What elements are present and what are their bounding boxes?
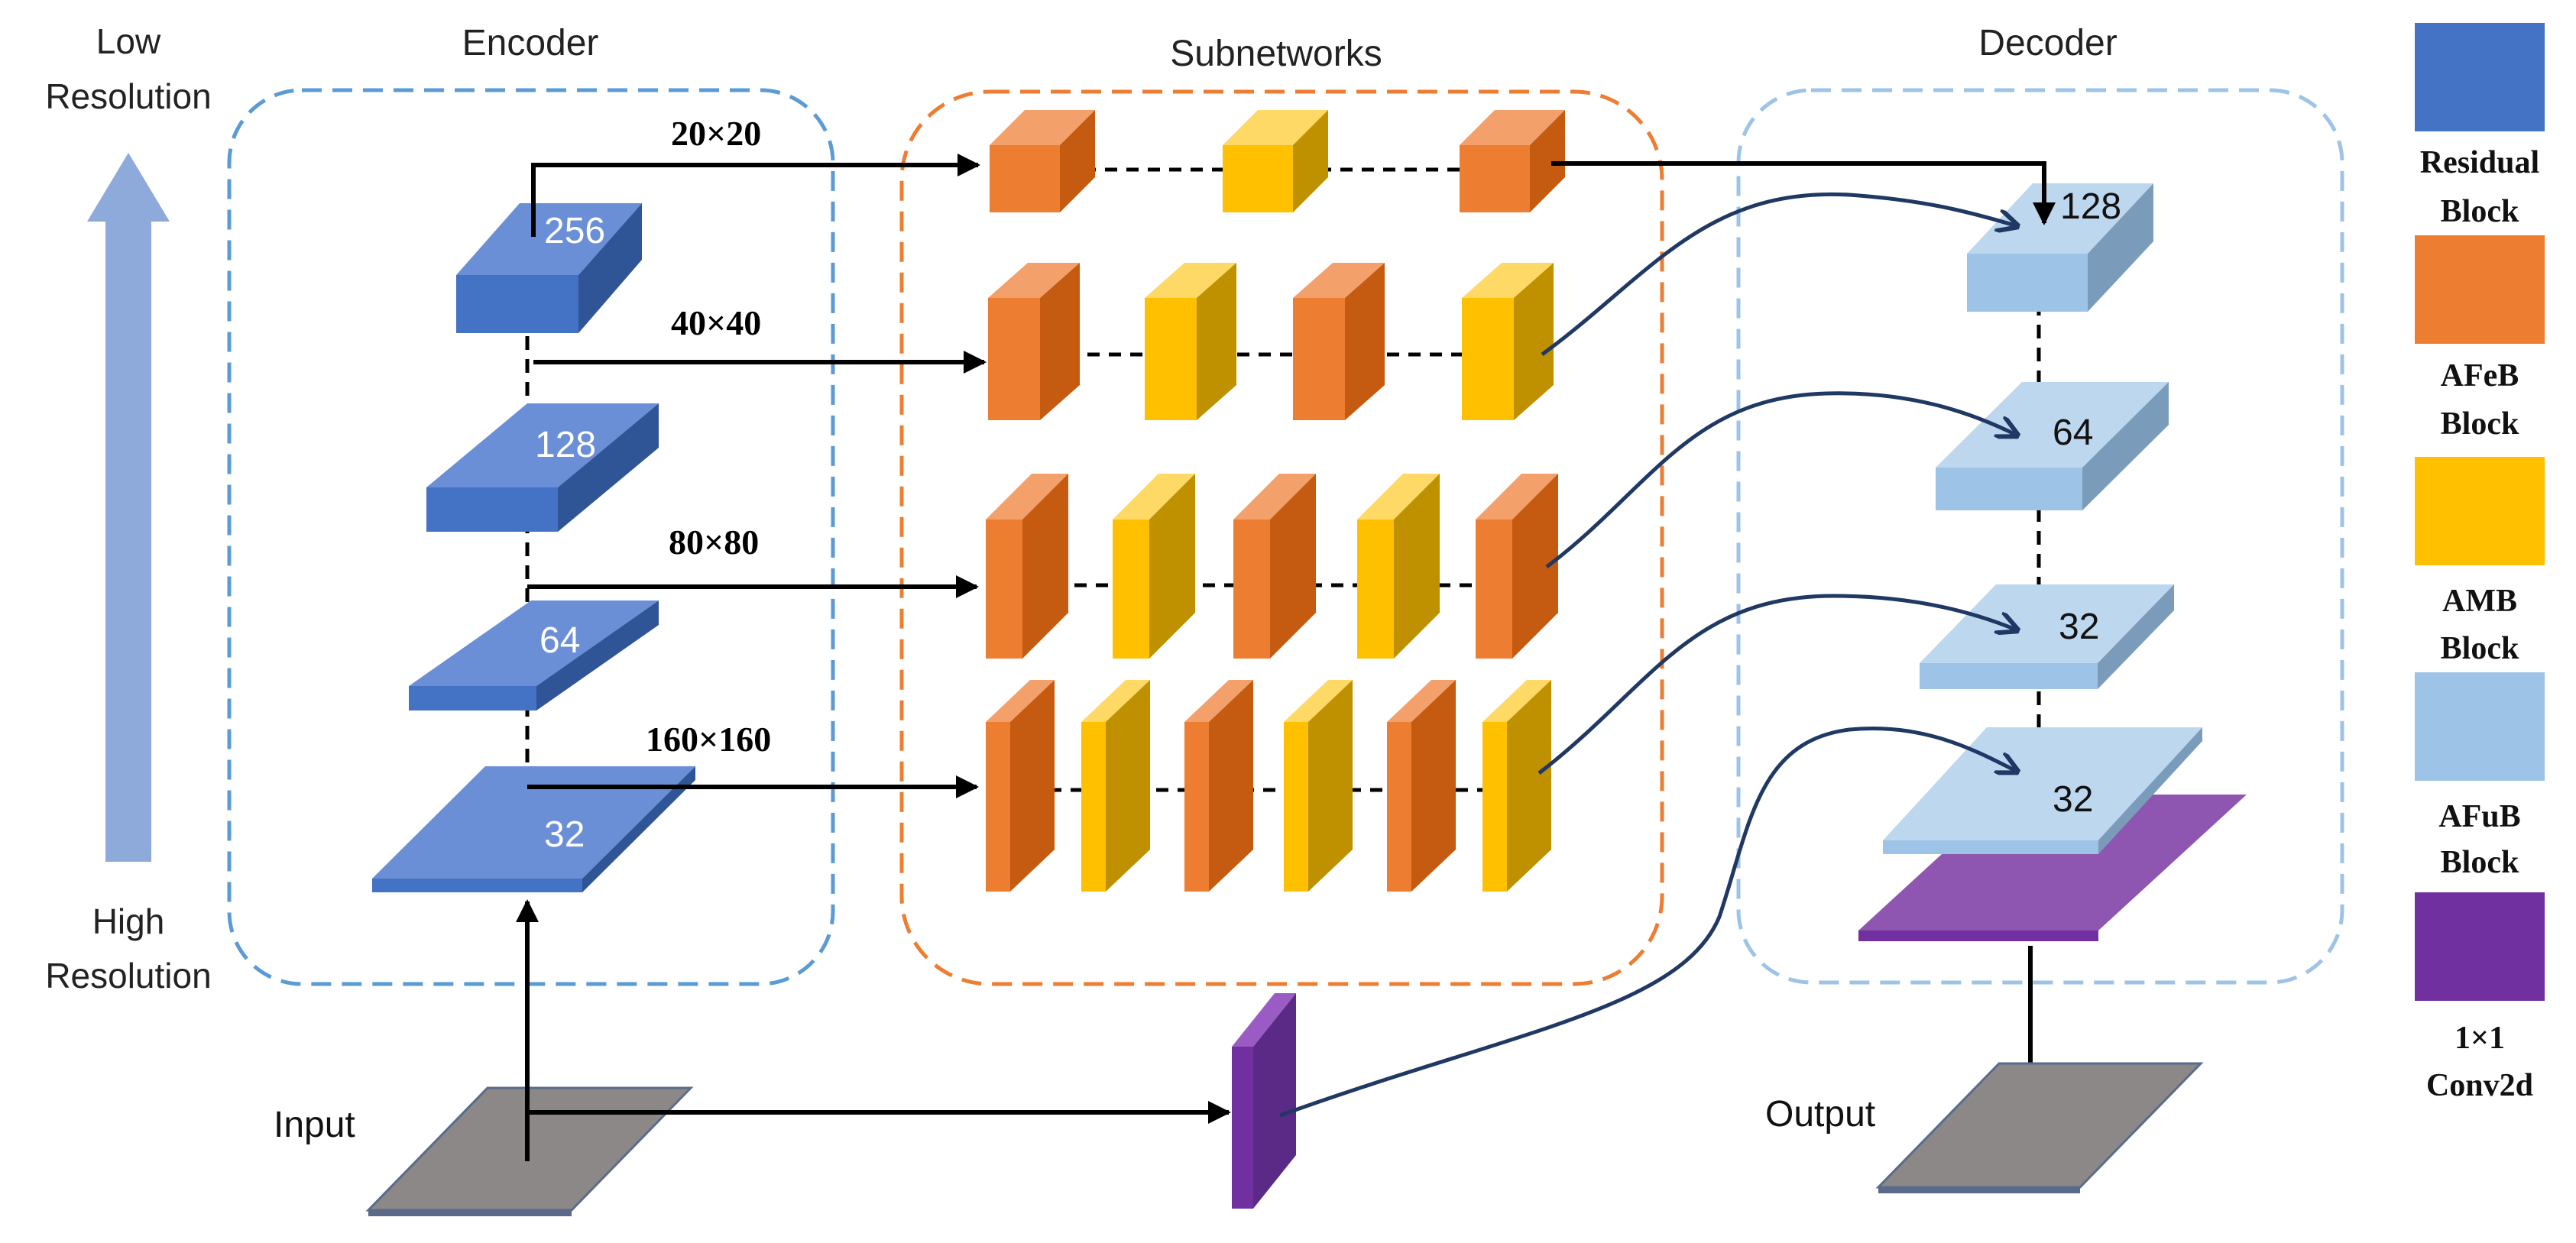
decoder-block-32a (1920, 584, 2174, 689)
legend-afeb-line1: AFeB (2441, 358, 2519, 393)
high-resolution-label-1: High (92, 901, 165, 941)
subnetworks-region (899, 89, 1664, 986)
scale-label-160: 160×160 (646, 720, 771, 759)
row3-afeb-block-1 (986, 474, 1068, 659)
legend-residual-line2: Block (2441, 194, 2519, 229)
legend-swatch-amb (2415, 457, 2545, 565)
legend-amb-line2: Block (2441, 631, 2519, 666)
row4-amb-block-1 (1081, 680, 1150, 892)
legend-conv-line1: 1×1 (2454, 1021, 2505, 1056)
decoder-block-32a-label: 32 (2059, 607, 2099, 647)
subnetworks-title: Subnetworks (1170, 34, 1382, 74)
row2-amb-block-2 (1462, 263, 1554, 420)
row4-afeb-block-2 (1184, 680, 1253, 892)
row2-afeb-block-2 (1293, 263, 1385, 420)
low-resolution-label-2: Resolution (45, 76, 211, 116)
skip-arrow-20 (531, 154, 980, 237)
row2-amb-block-1 (1145, 263, 1236, 420)
row1-afeb-block-1 (990, 110, 1095, 212)
row3-amb-block-1 (1113, 474, 1195, 659)
scale-label-80: 80×80 (669, 523, 759, 562)
input-conv-block (1232, 993, 1296, 1209)
row4-afeb-block-1 (986, 680, 1055, 892)
row1-to-decoder-arrow (1551, 161, 2056, 225)
row1-amb-block-1 (1223, 110, 1328, 212)
decoder-title: Decoder (1978, 23, 2117, 63)
legend-swatch-conv (2415, 892, 2545, 1001)
conv-to-decoder-curve (1279, 726, 2017, 1118)
encoder-block-128-label: 128 (535, 425, 596, 465)
encoder-block-256 (456, 203, 642, 333)
row1-afeb-block-2 (1460, 110, 1565, 212)
encoder-region (227, 88, 835, 986)
encoder-block-128 (426, 403, 659, 532)
row3-afeb-block-2 (1233, 474, 1316, 659)
decoder-region (1736, 88, 2344, 985)
legend-afeb-line2: Block (2441, 406, 2519, 442)
legend-swatch-residual (2415, 23, 2545, 131)
row2-afeb-block-1 (988, 263, 1080, 420)
decoder-block-32b-label: 32 (2053, 779, 2093, 820)
row4-amb-block-2 (1284, 680, 1353, 892)
row4-amb-block-3 (1482, 680, 1551, 892)
scale-label-20: 20×20 (671, 114, 761, 153)
decoder-block-128 (1967, 183, 2153, 312)
row2-to-decoder-curve (1541, 192, 2017, 357)
encoder-block-64 (409, 600, 659, 711)
decoder-block-128-label: 128 (2060, 186, 2121, 227)
encoder-title: Encoder (462, 23, 599, 63)
input-label: Input (274, 1105, 355, 1145)
scale-label-40: 40×40 (671, 303, 761, 342)
encoder-block-32-label: 32 (544, 814, 585, 855)
legend-residual-line1: Residual (2420, 145, 2539, 180)
output-plane (1875, 1062, 2204, 1193)
legend-conv-line2: Conv2d (2426, 1068, 2533, 1103)
decoder-block-64-label: 64 (2053, 413, 2093, 453)
high-resolution-label-2: Resolution (45, 956, 211, 995)
resolution-arrow (87, 153, 170, 862)
legend-swatch-afub (2415, 672, 2545, 781)
row3-to-decoder-curve (1545, 391, 2017, 568)
output-label: Output (1765, 1094, 1875, 1135)
row4-afeb-block-3 (1387, 680, 1456, 892)
legend-swatch-afeb (2415, 235, 2545, 344)
row3-amb-block-2 (1357, 474, 1440, 659)
decoder-block-32b (1883, 727, 2202, 854)
encoder-block-32 (372, 766, 695, 892)
row3-afeb-block-3 (1476, 474, 1558, 659)
legend-amb-line1: AMB (2442, 584, 2517, 619)
encoder-block-256-label: 256 (544, 211, 605, 251)
decoder-block-64 (1936, 382, 2169, 510)
decoder-conv-plane (1858, 795, 2247, 941)
legend-afub-line2: Block (2441, 845, 2519, 880)
low-resolution-label-1: Low (96, 21, 161, 61)
encoder-block-64-label: 64 (540, 620, 580, 661)
legend-afub-line1: AFuB (2438, 799, 2520, 834)
row4-to-decoder-curve (1537, 594, 2017, 775)
legend: Residual Block AFeB Block AMB Block AFuB… (2415, 23, 2545, 1103)
